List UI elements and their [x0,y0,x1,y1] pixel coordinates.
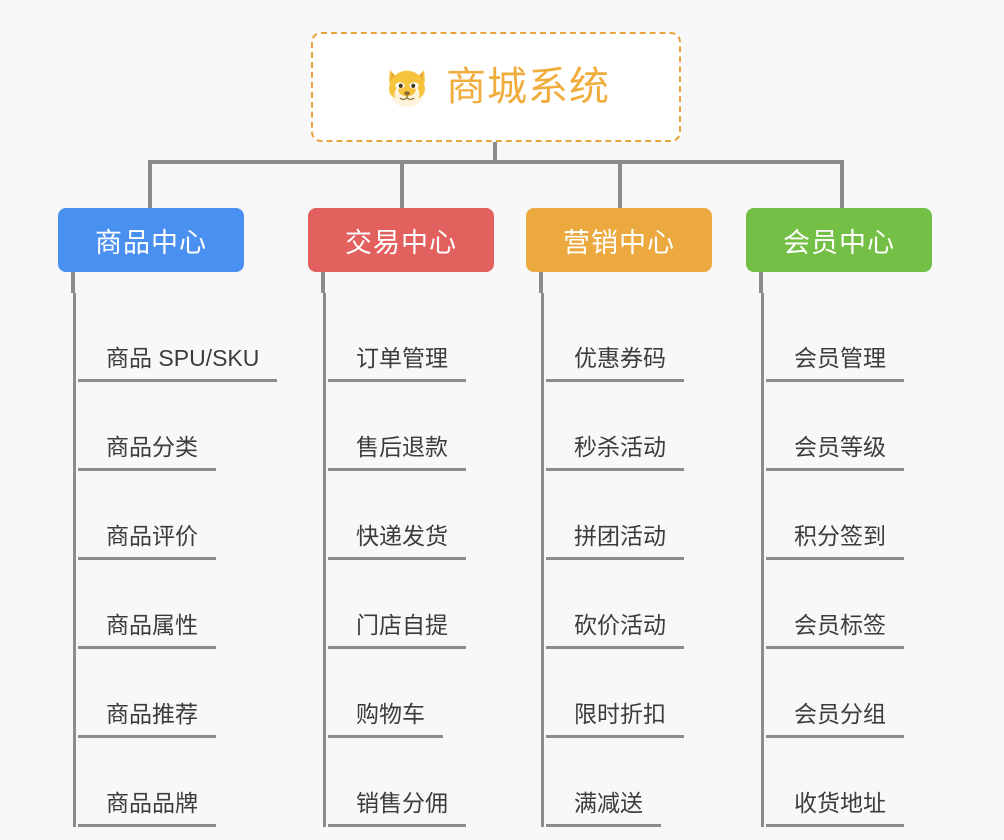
list-item[interactable]: 商品品牌 [76,738,277,827]
list-item[interactable]: 秒杀活动 [544,382,684,471]
category-header-trade-center[interactable]: 交易中心 [308,208,494,272]
list-item-label: 订单管理 [328,344,466,382]
list-item[interactable]: 满减送 [544,738,684,827]
item-list-trade-center: 订单管理 售后退款 快递发货 门店自提 购物车 销售分佣 [323,293,466,827]
list-item-label: 会员标签 [766,611,904,649]
column-marketing-center: 营销中心 优惠券码 秒杀活动 拼团活动 砍价活动 限时折扣 满减送 [526,208,712,827]
connector-stub-4 [759,271,763,293]
category-header-product-center[interactable]: 商品中心 [58,208,244,272]
list-item[interactable]: 商品分类 [76,382,277,471]
list-item[interactable]: 销售分佣 [326,738,466,827]
category-title: 营销中心 [563,227,675,258]
item-list-marketing-center: 优惠券码 秒杀活动 拼团活动 砍价活动 限时折扣 满减送 [541,293,684,827]
list-item[interactable]: 门店自提 [326,560,466,649]
list-item[interactable]: 积分签到 [764,471,904,560]
category-title: 会员中心 [783,227,895,258]
column-product-center: 商品中心 商品 SPU/SKU 商品分类 商品评价 商品属性 商品推荐 商品品牌 [58,208,278,827]
list-item-label: 售后退款 [328,433,466,471]
list-item[interactable]: 会员等级 [764,382,904,471]
list-item-label: 商品 SPU/SKU [78,344,278,382]
list-item-label: 会员管理 [766,344,904,382]
list-item[interactable]: 快递发货 [326,471,466,560]
root-node-mall-system[interactable]: 商城系统 [311,32,681,142]
list-item[interactable]: 优惠券码 [544,293,684,382]
connector-drop-4 [840,160,844,208]
category-title: 交易中心 [345,227,457,258]
list-item-label: 秒杀活动 [546,433,684,471]
dog-face-icon [389,69,425,108]
list-item-label: 收货地址 [766,789,904,827]
list-item[interactable]: 会员管理 [764,293,904,382]
connector-drop-3 [618,160,622,208]
list-item[interactable]: 收货地址 [764,738,904,827]
list-item[interactable]: 拼团活动 [544,471,684,560]
list-item[interactable]: 商品 SPU/SKU [76,293,278,382]
connector-horizontal-bar [148,160,844,164]
connector-root-stem [493,142,497,164]
list-item-label: 门店自提 [328,611,466,649]
list-item[interactable]: 售后退款 [326,382,466,471]
category-header-marketing-center[interactable]: 营销中心 [526,208,712,272]
list-item[interactable]: 砍价活动 [544,560,684,649]
connector-drop-2 [400,160,404,208]
list-item-label: 销售分佣 [328,789,466,827]
connector-stub-1 [71,271,75,293]
list-item-label: 砍价活动 [546,611,684,649]
column-trade-center: 交易中心 订单管理 售后退款 快递发货 门店自提 购物车 销售分佣 [308,208,494,827]
item-list-product-center: 商品 SPU/SKU 商品分类 商品评价 商品属性 商品推荐 商品品牌 [73,293,278,827]
list-item[interactable]: 限时折扣 [544,649,684,738]
list-item-label: 会员分组 [766,700,904,738]
list-item[interactable]: 会员标签 [764,560,904,649]
list-item-label: 快递发货 [328,522,466,560]
list-item-label: 优惠券码 [546,344,684,382]
category-header-member-center[interactable]: 会员中心 [746,208,932,272]
list-item-label: 商品属性 [78,611,216,649]
category-title: 商品中心 [95,227,207,258]
list-item-label: 拼团活动 [546,522,684,560]
list-item[interactable]: 商品评价 [76,471,277,560]
item-list-member-center: 会员管理 会员等级 积分签到 会员标签 会员分组 收货地址 [761,293,904,827]
list-item[interactable]: 购物车 [326,649,466,738]
list-item-label: 购物车 [328,700,443,738]
list-item-label: 限时折扣 [546,700,684,738]
list-item-label: 商品品牌 [78,789,216,827]
list-item[interactable]: 会员分组 [764,649,904,738]
connector-stub-3 [539,271,543,293]
list-item-label: 商品评价 [78,522,216,560]
column-member-center: 会员中心 会员管理 会员等级 积分签到 会员标签 会员分组 收货地址 [746,208,932,827]
root-title: 商城系统 [446,65,610,109]
list-item-label: 满减送 [546,789,661,827]
connector-stub-2 [321,271,325,293]
list-item-label: 积分签到 [766,522,904,560]
list-item-label: 会员等级 [766,433,904,471]
list-item[interactable]: 订单管理 [326,293,466,382]
connector-drop-1 [148,160,152,208]
list-item-label: 商品分类 [78,433,216,471]
list-item[interactable]: 商品属性 [76,560,277,649]
list-item[interactable]: 商品推荐 [76,649,277,738]
list-item-label: 商品推荐 [78,700,216,738]
